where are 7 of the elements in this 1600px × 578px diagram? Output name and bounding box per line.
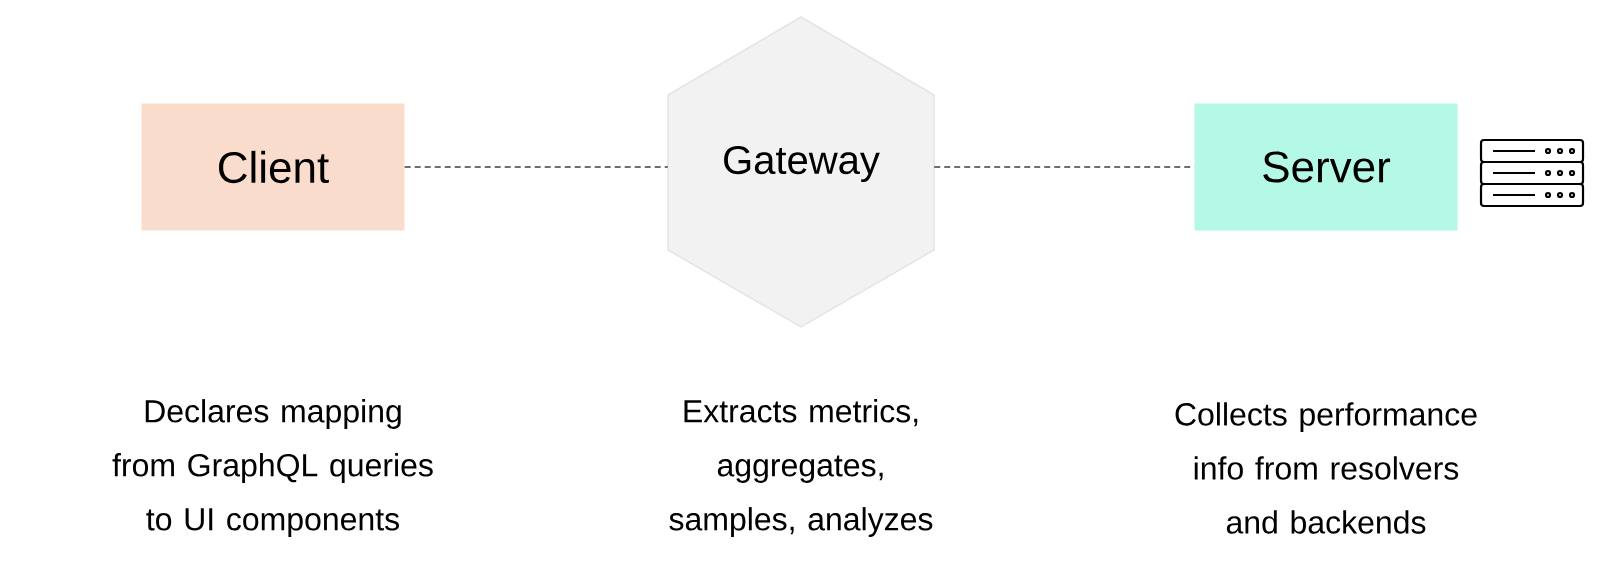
connector-line (403, 166, 669, 168)
process-box: Client (141, 103, 405, 231)
process-box: Server (1194, 103, 1458, 231)
description-text: Declares mapping from GraphQL queries to UI components (112, 399, 433, 537)
description-text: Extracts metrics, aggregates, samples, analyzes (669, 399, 933, 537)
gateway-hexagon: Gateway (667, 16, 935, 328)
description-text: Collects performance info from resolvers and backends (1175, 402, 1477, 534)
